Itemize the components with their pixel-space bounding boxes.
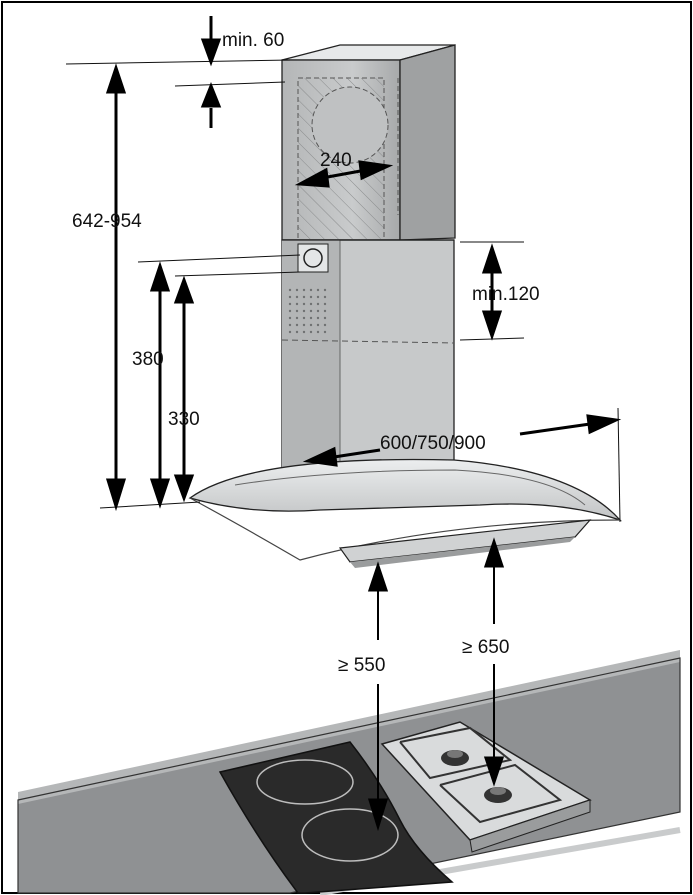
chimney-lower	[281, 239, 455, 499]
canopy-glass	[188, 458, 623, 568]
gas-hob	[380, 721, 592, 853]
label-total-height: 642-954	[72, 211, 142, 232]
chimney-upper	[281, 44, 456, 269]
label-380: 380	[132, 349, 164, 370]
label-min-overlap: min.120	[472, 284, 540, 305]
label-330: 330	[168, 409, 200, 430]
label-electric-clearance: ≥ 550	[338, 655, 385, 676]
vent-grille	[287, 288, 329, 334]
electric-hob	[218, 741, 454, 894]
label-width: 600/750/900	[380, 433, 486, 454]
duct-outlet	[311, 86, 389, 164]
label-duct-width: 240	[320, 150, 352, 171]
cooking-zone	[256, 759, 354, 805]
label-gas-clearance: ≥ 650	[462, 637, 509, 658]
label-min-top: min. 60	[222, 30, 284, 51]
wall-bracket	[297, 243, 329, 273]
dimension-arrows	[105, 16, 622, 832]
cooking-zone	[301, 808, 399, 862]
